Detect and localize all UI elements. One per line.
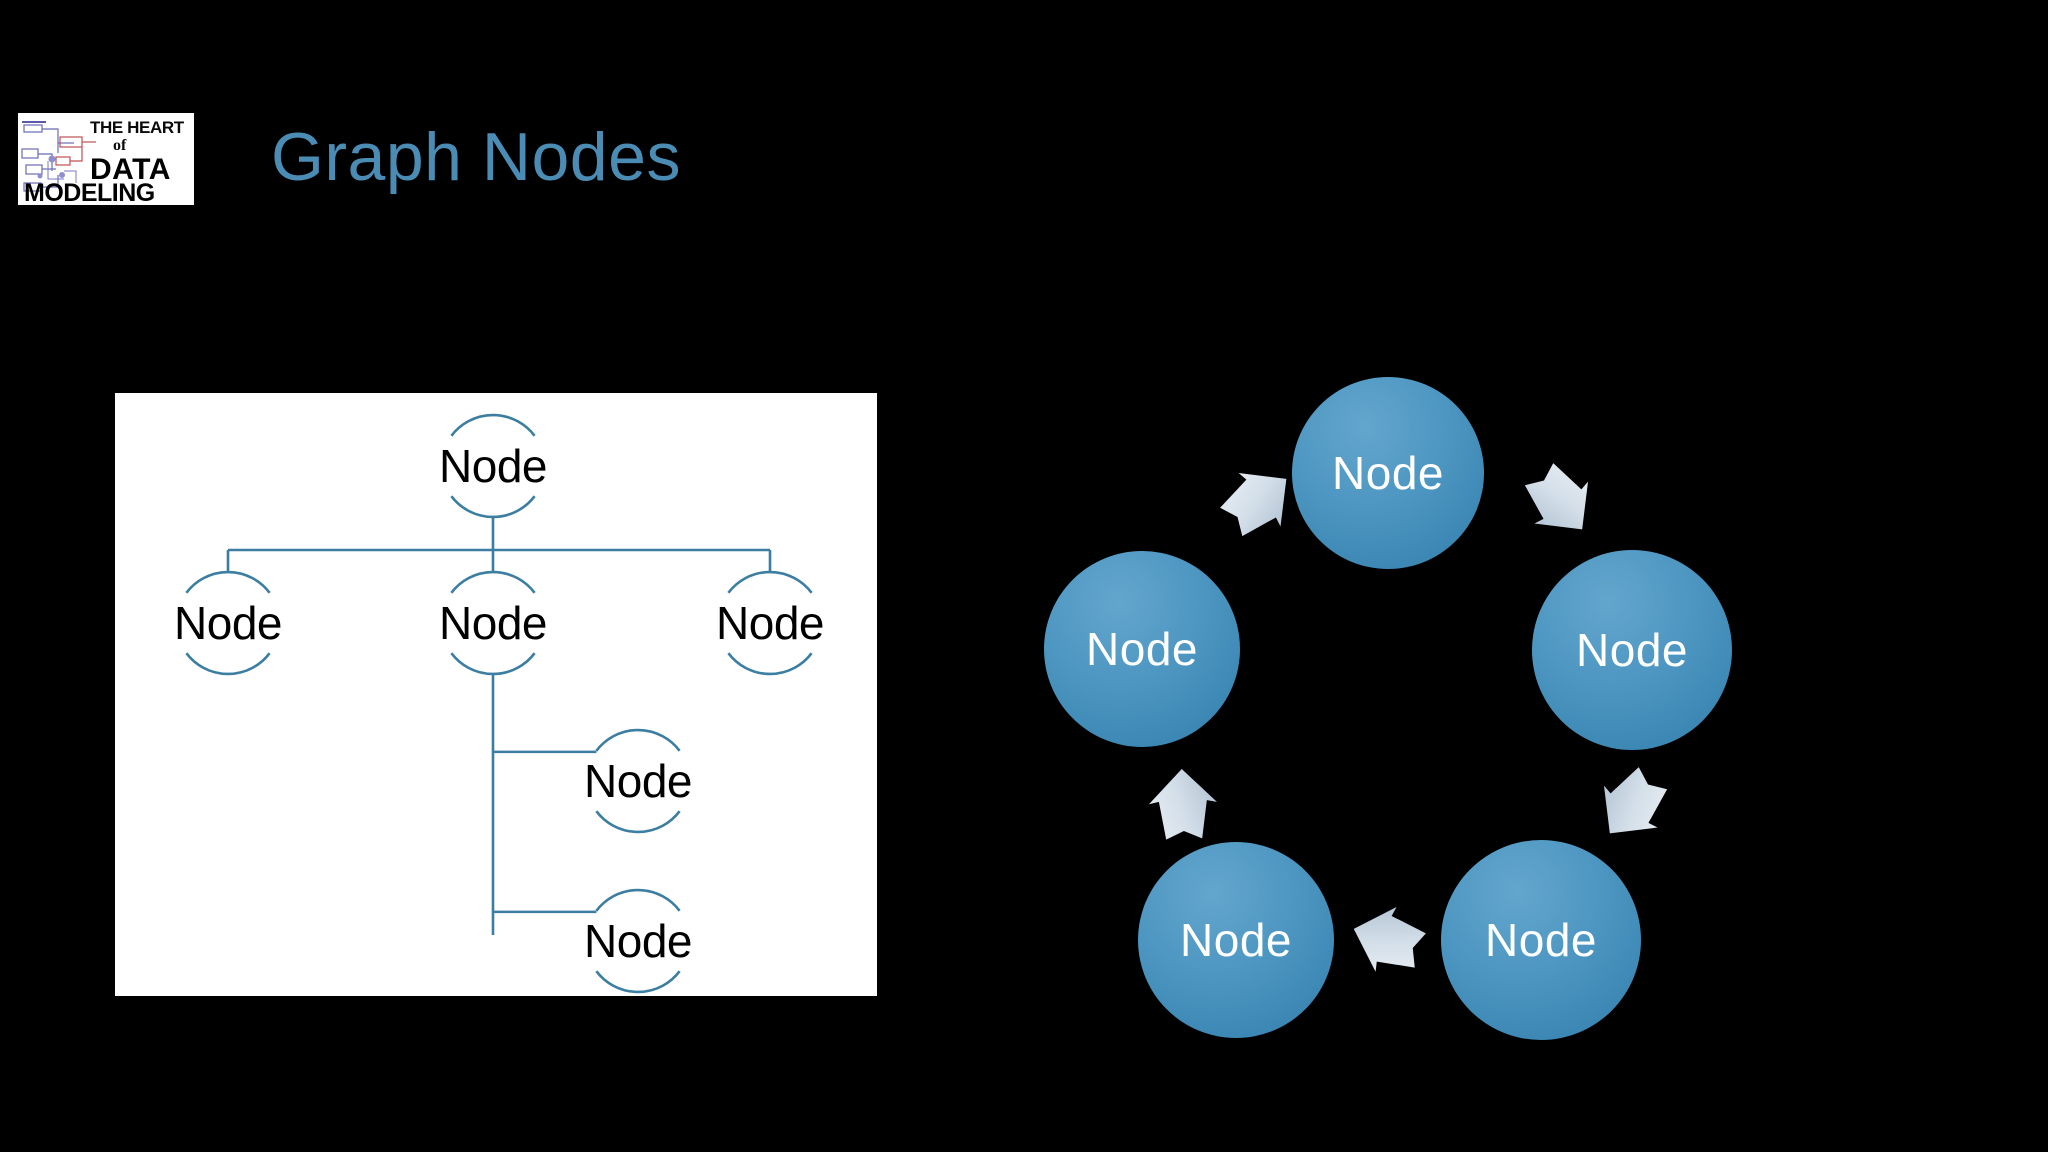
- logo-line-the-heart: THE HEART: [90, 118, 184, 137]
- tree-diagram-svg: [185, 413, 813, 994]
- cycle-node[interactable]: Node: [1441, 840, 1641, 1040]
- logo-line-data: DATA: [90, 153, 171, 186]
- tree-node-arc-top: [185, 570, 271, 594]
- cycle-node-label: Node: [1086, 623, 1198, 675]
- cycle-arrow: [1603, 767, 1668, 834]
- cycle-node[interactable]: Node: [1138, 842, 1334, 1038]
- cycle-node[interactable]: Node: [1532, 550, 1732, 750]
- tree-edge-group: [226, 518, 772, 935]
- page-title: Graph Nodes: [271, 119, 681, 195]
- cycle-arrow: [1148, 769, 1217, 840]
- logo-line-of: of: [113, 137, 127, 154]
- tree-node-arc-top: [727, 570, 813, 594]
- cycle-node[interactable]: Node: [1292, 377, 1484, 569]
- tree-node-shape-group: [185, 413, 813, 994]
- tree-node-arc-bottom: [450, 652, 536, 676]
- tree-node-label: Node: [174, 597, 282, 649]
- cycle-node-label: Node: [1485, 914, 1597, 966]
- tree-node-arc-bottom: [185, 652, 271, 676]
- logo-diagram-art: [21, 121, 96, 192]
- tree-node-label: Node: [439, 440, 547, 492]
- tree-node-label: Node: [584, 915, 692, 967]
- tree-node-arc-bottom: [595, 810, 681, 834]
- tree-node-label: Node: [584, 755, 692, 807]
- tree-node-arc-bottom: [450, 495, 536, 519]
- tree-node-arc-top: [595, 728, 681, 752]
- cycle-node-label: Node: [1576, 624, 1688, 676]
- tree-node-arc-top: [450, 413, 536, 437]
- cycle-arrow: [1353, 907, 1426, 972]
- cycle-arrow-group: [1148, 463, 1668, 972]
- cycle-node-label: Node: [1180, 914, 1292, 966]
- cycle-arrow: [1524, 463, 1589, 530]
- heart-of-data-modeling-logo: THE HEART of DATA MODELING: [18, 113, 194, 205]
- tree-node-arc-top: [450, 570, 536, 594]
- tree-node-arc-bottom: [727, 652, 813, 676]
- tree-node-arc-top: [595, 888, 681, 912]
- tree-node-label: Node: [439, 597, 547, 649]
- cycle-node[interactable]: Node: [1044, 551, 1240, 747]
- cycle-node-label: Node: [1332, 447, 1444, 499]
- tree-node-label: Node: [716, 597, 824, 649]
- tree-node-arc-bottom: [595, 970, 681, 994]
- logo-line-modeling: MODELING: [24, 179, 155, 205]
- cycle-arrow: [1220, 472, 1287, 537]
